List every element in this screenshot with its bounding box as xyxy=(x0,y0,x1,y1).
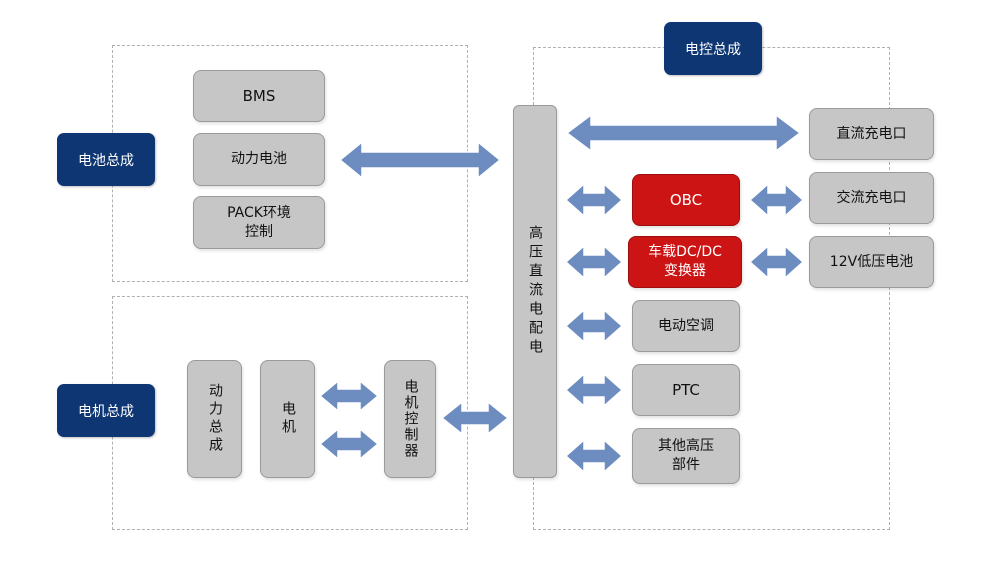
control-group-tag: 电控总成 xyxy=(664,22,762,75)
low-voltage-12v-battery-box: 12V低压电池 xyxy=(809,236,934,288)
pack-env-control-box: PACK环境 控制 xyxy=(193,196,325,249)
battery-group-tag: 电池总成 xyxy=(57,133,155,186)
bus-to-component-arrow-4 xyxy=(564,372,624,408)
dc-charging-port-box: 直流充电口 xyxy=(809,108,934,160)
ptc-box: PTC xyxy=(632,364,740,416)
motor-to-controller-arrow-2 xyxy=(318,427,380,461)
hv-dc-distribution-bus: 高压直流电配电 xyxy=(513,105,557,478)
obc-box: OBC xyxy=(632,174,740,226)
dcdc-converter-box: 车载DC/DC 变换器 xyxy=(628,236,742,288)
bus-to-dc-port-arrow xyxy=(565,113,802,153)
electric-ac-box: 电动空调 xyxy=(632,300,740,352)
bms-box: BMS xyxy=(193,70,325,122)
bus-to-component-arrow-2 xyxy=(564,244,624,280)
power-battery-box: 动力电池 xyxy=(193,133,325,186)
motor-box: 电机 xyxy=(260,360,315,478)
bus-to-component-arrow-1 xyxy=(564,182,624,218)
motor-controller-box: 电机控制器 xyxy=(384,360,436,478)
motor-group-tag: 电机总成 xyxy=(57,384,155,437)
battery-to-bus-arrow xyxy=(338,140,502,180)
obc-to-ac-port-arrow xyxy=(748,182,805,218)
powertrain-box: 动力总成 xyxy=(187,360,242,478)
controller-to-bus-arrow xyxy=(440,400,510,436)
ac-charging-port-box: 交流充电口 xyxy=(809,172,934,224)
dcdc-to-12v-arrow xyxy=(748,244,805,280)
other-hv-parts-box: 其他高压 部件 xyxy=(632,428,740,484)
motor-to-controller-arrow-1 xyxy=(318,379,380,413)
bus-to-component-arrow-3 xyxy=(564,308,624,344)
bus-to-component-arrow-5 xyxy=(564,438,624,474)
